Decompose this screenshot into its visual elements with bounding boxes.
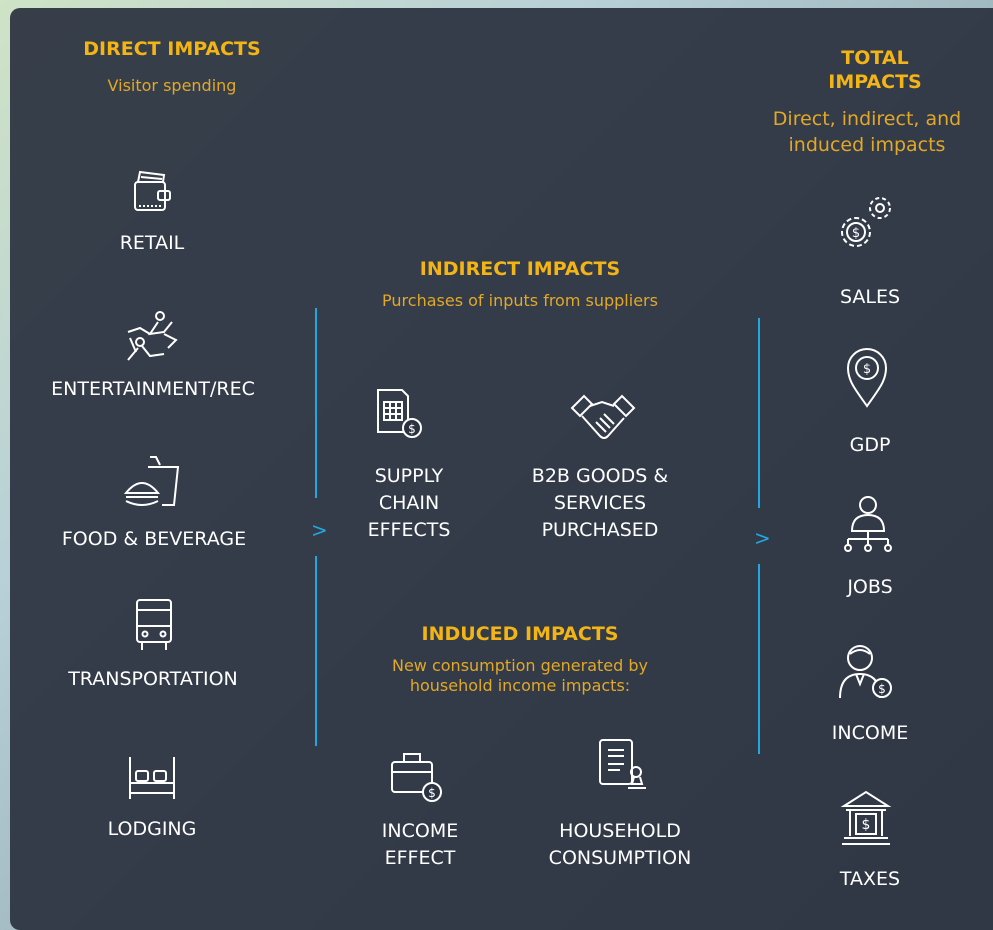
total-sub-line-2: induced impacts xyxy=(788,134,946,156)
svg-text:$: $ xyxy=(878,682,886,696)
income-effect-label: INCOME EFFECT xyxy=(360,818,480,872)
burger-drink-icon xyxy=(122,453,184,511)
supply-chain-line-1: SUPPLY xyxy=(374,465,444,487)
svg-text:$: $ xyxy=(863,362,871,377)
retail-label: RETAIL xyxy=(119,232,185,254)
total-impacts-heading: TOTAL IMPACTS xyxy=(800,46,950,94)
income-label: INCOME xyxy=(831,722,909,744)
bed-icon xyxy=(124,753,180,803)
document-stamp-icon xyxy=(596,736,648,796)
bank-icon: $ xyxy=(840,788,892,848)
induced-sub-line-2: household income impacts: xyxy=(409,676,631,695)
taxes-label: TAXES xyxy=(839,868,901,890)
gdp-label: GDP xyxy=(849,434,891,456)
induced-impacts-heading: INDUCED IMPACTS xyxy=(421,623,619,645)
supply-chain-effects-label: SUPPLY CHAIN EFFECTS xyxy=(344,463,474,544)
svg-text:$: $ xyxy=(862,817,871,833)
income-effect-line-1: INCOME xyxy=(381,820,459,842)
svg-text:$: $ xyxy=(408,422,416,436)
total-heading-line-1: TOTAL xyxy=(841,47,909,69)
left-arrow: > xyxy=(311,518,328,542)
b2b-line-1: B2B GOODS & xyxy=(531,465,669,487)
left-divider-bottom xyxy=(315,556,317,746)
svg-text:$: $ xyxy=(852,226,860,241)
svg-text:$: $ xyxy=(428,786,436,800)
lodging-label: LODGING xyxy=(107,818,197,840)
bus-icon xyxy=(134,596,174,654)
person-coin-icon: $ xyxy=(836,640,896,702)
induced-impacts-subheading: New consumption generated by household i… xyxy=(330,656,710,696)
right-divider-bottom xyxy=(758,564,760,754)
indirect-impacts-heading: INDIRECT IMPACTS xyxy=(419,258,621,280)
performers-icon xyxy=(120,308,184,366)
location-dollar-icon: $ xyxy=(844,346,890,410)
income-effect-line-2: EFFECT xyxy=(384,847,456,869)
induced-sub-line-1: New consumption generated by xyxy=(391,656,648,675)
left-divider-top xyxy=(315,308,317,498)
transportation-label: TRANSPORTATION xyxy=(68,668,238,690)
handshake-icon xyxy=(570,388,636,448)
direct-impacts-subheading: Visitor spending xyxy=(107,76,237,95)
invoice-coin-icon: $ xyxy=(374,386,424,442)
direct-impacts-heading: DIRECT IMPACTS xyxy=(83,38,261,60)
b2b-line-3: PURCHASED xyxy=(541,519,659,541)
food-beverage-label: FOOD & BEVERAGE xyxy=(61,528,247,550)
household-line-2: CONSUMPTION xyxy=(548,847,692,869)
total-impacts-subheading: Direct, indirect, and induced impacts xyxy=(752,106,982,158)
supply-chain-line-3: EFFECTS xyxy=(367,519,451,541)
impact-diagram-panel: DIRECT IMPACTS Visitor spending RETAIL E… xyxy=(10,8,993,930)
household-line-1: HOUSEHOLD xyxy=(559,820,681,842)
household-consumption-label: HOUSEHOLD CONSUMPTION xyxy=(530,818,710,872)
supply-chain-line-2: CHAIN xyxy=(378,492,440,514)
gears-dollar-icon: $ xyxy=(832,194,896,256)
right-arrow: > xyxy=(754,526,771,550)
right-divider-top xyxy=(758,318,760,508)
briefcase-coin-icon: $ xyxy=(388,748,444,804)
org-person-icon xyxy=(840,493,896,555)
indirect-impacts-subheading: Purchases of inputs from suppliers xyxy=(382,291,658,310)
total-sub-line-1: Direct, indirect, and xyxy=(772,108,962,130)
b2b-line-2: SERVICES xyxy=(553,492,647,514)
jobs-label: JOBS xyxy=(847,576,893,598)
total-heading-line-2: IMPACTS xyxy=(828,71,922,93)
wallet-icon xyxy=(130,166,176,214)
entertainment-rec-label: ENTERTAINMENT/REC xyxy=(51,378,255,400)
sales-label: SALES xyxy=(839,286,901,308)
b2b-goods-label: B2B GOODS & SERVICES PURCHASED xyxy=(510,463,690,544)
